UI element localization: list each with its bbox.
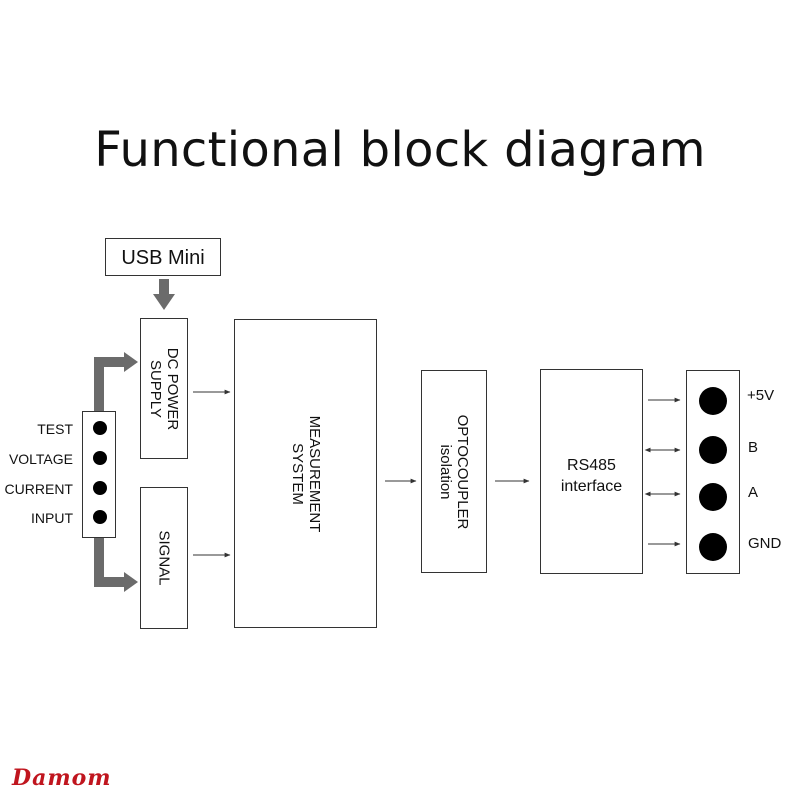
test-terminal-dot-4 (93, 510, 107, 524)
diagram-title: Functional block diagram (94, 122, 706, 178)
usb-to-power-arrow (153, 279, 175, 310)
output-terminal-block (686, 370, 740, 574)
terminal-to-power-arrow (94, 352, 138, 412)
test-terminal-dot-3 (93, 481, 107, 495)
terminal-5v-dot (699, 387, 727, 415)
optocoupler-label: OPTOCOUPLER isolation (437, 414, 471, 529)
terminal-to-signal-arrow (94, 538, 138, 592)
rs485-line2: interface (560, 478, 623, 495)
label-input: INPUT (31, 510, 73, 526)
usb-mini-box: USB Mini (105, 238, 221, 276)
rs485-line1: RS485 (567, 457, 616, 474)
measurement-system-box: MEASUREMENT SYSTEM (234, 319, 377, 628)
test-input-terminal (82, 411, 116, 538)
pin-label-5v: +5V (747, 387, 775, 404)
label-test: TEST (37, 421, 73, 437)
test-terminal-dot-2 (93, 451, 107, 465)
measurement-system-label: MEASUREMENT SYSTEM (288, 415, 323, 532)
pin-label-b: B (748, 439, 759, 456)
pin-label-gnd: GND (748, 535, 782, 552)
usb-mini-label: USB Mini (121, 247, 205, 269)
rs485-interface-box: RS485 interface (540, 369, 643, 574)
optocoupler-box: OPTOCOUPLER isolation (421, 370, 487, 573)
label-current: CURRENT (4, 481, 73, 497)
label-voltage: VOLTAGE (8, 451, 73, 467)
brand-watermark: Damom (12, 765, 112, 791)
dc-power-supply-label: DC POWER SUPPLY (147, 347, 181, 430)
pin-label-a: A (748, 484, 759, 501)
terminal-gnd-dot (699, 533, 727, 561)
terminal-b-dot (699, 436, 727, 464)
signal-box: SIGNAL (140, 487, 188, 629)
dc-power-supply-box: DC POWER SUPPLY (140, 318, 188, 459)
signal-label: SIGNAL (155, 530, 173, 586)
test-terminal-dot-1 (93, 421, 107, 435)
terminal-a-dot (699, 483, 727, 511)
